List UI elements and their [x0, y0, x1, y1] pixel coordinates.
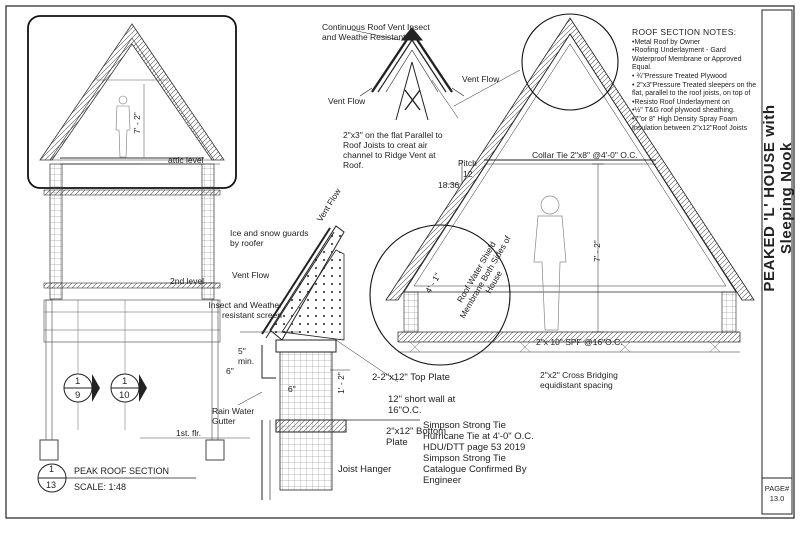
simpson-tie-note: Simpson Strong Tie Hurricane Tie at 4'-0…	[423, 420, 534, 486]
top-plate-label: 2-2"x12" Top Plate	[372, 372, 450, 383]
sheet-title: PEAKED 'L' HOUSE with Sleeping Nook	[761, 104, 795, 292]
roof-note-item: • 2"x3"Pressure Treated sleepers on the …	[632, 81, 757, 98]
vent-flow-right: Vent Flow	[462, 74, 500, 84]
marker-a-bottom: 9	[75, 390, 81, 401]
eave-wall	[279, 339, 333, 491]
rain-gutter-label: Rain Water Gutter	[212, 406, 255, 426]
pitch-rise: 12	[463, 169, 473, 179]
marker-a-top: 1	[75, 376, 81, 387]
roof-section-notes: ROOF SECTION NOTES: •Metal Roof by Owner…	[632, 28, 762, 133]
section-name: PEAK ROOF SECTION	[74, 466, 170, 476]
title-strip	[761, 9, 793, 515]
eave-roof	[269, 225, 345, 341]
roof-note-item: •Resisto Roof Underlayment on	[632, 98, 730, 106]
roof-notes-list: •Metal Roof by Owner •Roofing Underlayme…	[632, 39, 762, 134]
left-height-dimension: 7' - 2"	[131, 112, 142, 134]
vent-flow-left: Vent Flow	[328, 96, 366, 106]
section-marker-b	[110, 373, 147, 403]
ridge-detail-callout	[521, 13, 619, 111]
vent-flow-eave-label: Vent Flow	[232, 270, 270, 280]
ridge-vent-label: Continuous Roof Vent Insect and Weathe R…	[322, 22, 430, 42]
main-roof-section	[369, 13, 755, 366]
collar-tie-label: Collar Tie 2"x8" @4'-0" O.C.	[532, 150, 638, 160]
ridge-vent-detail	[351, 27, 465, 121]
marker-b-top: 1	[122, 376, 128, 387]
roof-note-item: • ¾"Pressure Treated Plywood	[632, 72, 727, 80]
main-floor	[397, 331, 741, 343]
dim-six-label: 6"	[226, 366, 234, 376]
sheet-border	[5, 5, 795, 519]
section-scale: SCALE: 1:48	[74, 482, 127, 492]
attic-level-label: attic level	[168, 155, 204, 165]
roof-note-item: •7"or 8" High Density Spray Foam Insulat…	[632, 115, 748, 132]
roof-note-item: •Metal Roof by Owner	[632, 38, 701, 46]
bottom-plate-label: 2"x12" Bottom Plate	[386, 426, 447, 448]
short-wall-label: 12" short wall at 16"O.C.	[388, 394, 456, 416]
page-label: PAGE#	[764, 484, 790, 493]
eave-detail	[237, 225, 420, 500]
page-number-box: PAGE# 13.0	[762, 484, 792, 504]
joist-hanger-label: Joist Hanger	[338, 464, 392, 475]
eave-height-dimension: 1' - 2"	[335, 372, 346, 394]
roof-highlight-box	[27, 15, 237, 189]
membrane-detail-callout	[369, 224, 511, 366]
roof-note-item: •½" T&G roof plywood sheathing.	[632, 107, 735, 115]
dim-six-b-label: 6"	[288, 384, 296, 394]
section-sheet: 13	[46, 480, 57, 490]
air-channel-note: 2"x3" on the flat Parallel to Roof Joist…	[343, 130, 443, 170]
marker-b-bottom: 10	[119, 390, 130, 401]
person-left	[115, 95, 131, 158]
left-house-section	[27, 15, 250, 461]
ice-guards-label: Ice and snow guards by roofer	[230, 228, 309, 248]
floor-joist-label: 2"x 10" SPF @16"O.C.	[536, 337, 623, 347]
insect-screen-label: Insect and Weather resistant screen	[208, 300, 282, 320]
pitch-run: 18.36	[438, 180, 460, 190]
section-number: 1	[49, 464, 55, 474]
section-title-circle	[37, 463, 196, 493]
left-wall	[49, 163, 63, 300]
first-floor-label: 1st. flr.	[176, 428, 202, 438]
cross-bridging-label: 2"x2" Cross Bridging equidistant spacing	[540, 370, 618, 390]
second-level-label: 2nd level	[170, 276, 205, 286]
page-number: 13.0	[769, 494, 785, 503]
roof-notes-title: ROOF SECTION NOTES:	[632, 27, 737, 37]
person-main	[533, 195, 567, 331]
section-title-block: 1 13 PEAK ROOF SECTION SCALE: 1:48	[36, 463, 196, 497]
pitch-label: Pitch	[458, 158, 477, 168]
min-five-label: 5" min.	[238, 346, 255, 366]
main-height-dimension: 7' - 2"	[591, 240, 602, 262]
left-roof	[39, 23, 225, 161]
section-marker-a	[63, 373, 100, 403]
roof-note-item: •Roofing Underlayment - Gard Waterproof …	[632, 47, 742, 72]
